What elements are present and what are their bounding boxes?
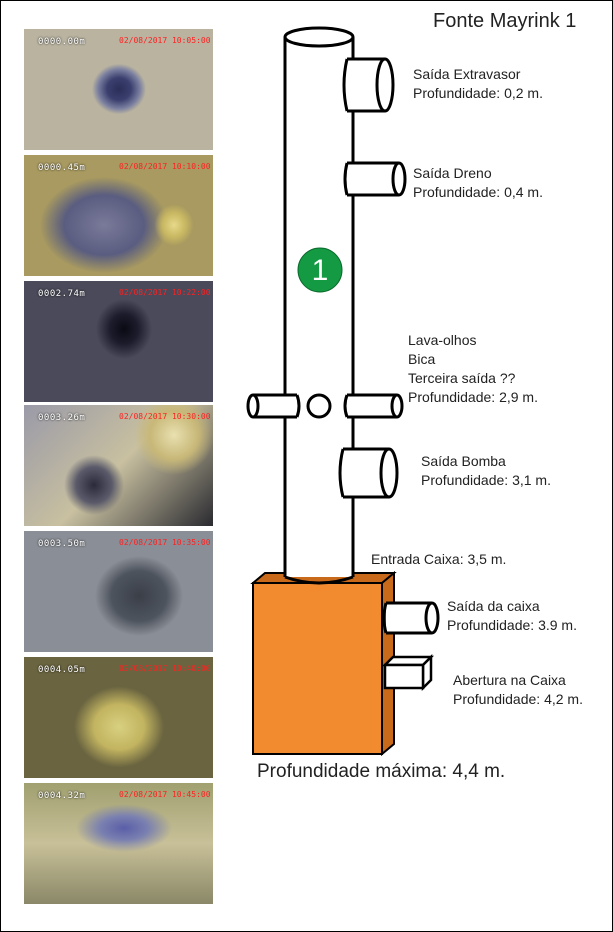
label-entrada-caixa: Entrada Caixa: 3,5 m. xyxy=(371,550,506,569)
outlet-saida-caixa xyxy=(384,603,438,633)
label-saida-caixa: Saída da caixa Profundidade: 3.9 m. xyxy=(447,597,577,635)
outlet-lava-olhos xyxy=(248,395,299,417)
label-bomba: Saída Bomba Profundidade: 3,1 m. xyxy=(421,452,551,490)
label-lava-olhos: Lava-olhos Bica Terceira saída ?? Profun… xyxy=(408,331,538,407)
outlet-bomba xyxy=(340,449,397,497)
main-pipe xyxy=(285,28,353,583)
outlet-terceira xyxy=(345,395,402,417)
outlet-abertura xyxy=(385,657,431,688)
label-profundidade-maxima: Profundidade máxima: 4,4 m. xyxy=(257,761,505,783)
label-extravasor: Saída Extravasor Profundidade: 0,2 m. xyxy=(413,65,543,103)
outlet-bica xyxy=(308,395,330,417)
label-dreno: Saída Dreno Profundidade: 0,4 m. xyxy=(413,164,543,202)
label-abertura: Abertura na Caixa Profundidade: 4,2 m. xyxy=(453,671,583,709)
outlet-dreno xyxy=(345,163,405,195)
badge-number: 1 xyxy=(298,249,342,293)
outlet-extravasor xyxy=(344,59,393,111)
box-structure xyxy=(253,573,394,754)
